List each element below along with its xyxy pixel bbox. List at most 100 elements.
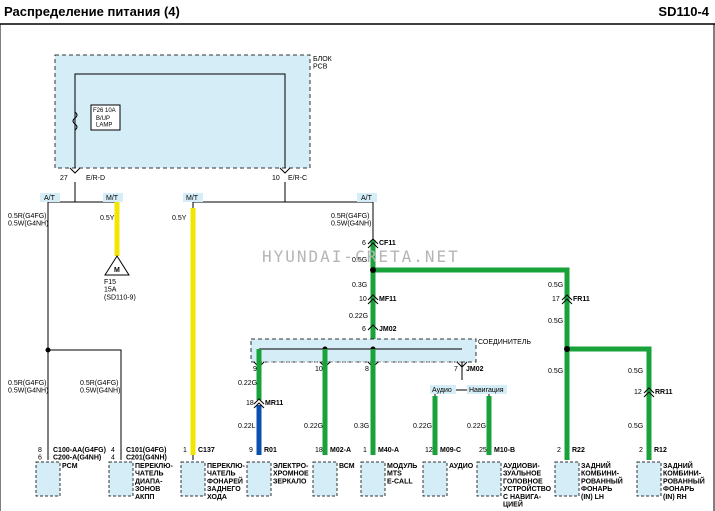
jb-pin-arrows — [253, 361, 468, 368]
jm02-pin: 6 — [362, 326, 366, 333]
w-b2: 0.3G — [352, 282, 367, 289]
component-pins: 2 — [557, 447, 561, 454]
component-connector: R22 — [572, 447, 585, 454]
mr11-name: MR11 — [265, 400, 283, 407]
component-pins: 1 — [183, 447, 187, 454]
component-connector: C101(G4FG)C201(G4NH) — [126, 447, 167, 462]
component-connector: R12 — [654, 447, 667, 454]
mr11-pin: 18 — [246, 400, 254, 407]
component-name: PCM — [62, 463, 78, 470]
tag-mt1-bg — [103, 193, 123, 202]
component-box — [312, 461, 338, 497]
tag-at1: A/T — [44, 195, 56, 202]
w-at1: 0.5R(G4FG)0.5W(G4NH) — [8, 213, 48, 228]
w-fr: 0.5G — [548, 282, 563, 289]
rr11-symbol — [643, 387, 655, 398]
component-name: АУДИО — [449, 463, 474, 470]
jb-pin3: 8 — [365, 366, 369, 373]
component-connector: M02-A — [330, 447, 351, 454]
page-title: Распределение питания (4) — [4, 4, 180, 19]
cf11-pin: 6 — [362, 240, 366, 247]
jb-name: JM02 — [466, 366, 484, 373]
jointbox — [250, 338, 477, 363]
component-pins: 1 — [363, 447, 367, 454]
component-pins: 25 — [479, 447, 487, 454]
wire-at1 — [47, 182, 76, 460]
w-b1: 0.5G — [352, 257, 367, 264]
fuse-symbol — [72, 111, 78, 131]
component-box — [554, 461, 580, 497]
tag-at2-bg — [357, 193, 377, 202]
rr11-name: RR11 — [655, 389, 673, 396]
page-code: SD110-4 — [658, 4, 709, 19]
watermark: HYUNDAI-CRETA.NET — [262, 247, 460, 266]
component-pins: 9 — [249, 447, 253, 454]
tag-audio: Аудио — [432, 387, 452, 394]
component-connector: M40-A — [378, 447, 399, 454]
pin-left-num: 27 — [60, 175, 68, 182]
mf11-name: MF11 — [379, 296, 397, 303]
pin-right-num: 10 — [272, 175, 280, 182]
jb-pin1: 9 — [253, 366, 257, 373]
w-pcm: 0.5R(G4FG)0.5W(G4NH) — [8, 380, 48, 395]
w-mt2: 0.5Y — [172, 215, 187, 222]
component-connector: C137 — [198, 447, 215, 454]
w-mt1: 0.5Y — [100, 215, 115, 222]
component-pins: 18 — [315, 447, 323, 454]
wire-shift — [48, 349, 122, 460]
wire-green-fr — [373, 267, 570, 460]
rr11-pin: 12 — [634, 389, 642, 396]
ground-fuse-triangle — [104, 255, 130, 276]
fuse-id: F26 10A — [93, 108, 116, 114]
component-name: ВСМ — [339, 463, 355, 470]
component-pins: 12 — [425, 447, 433, 454]
w-at2: 0.5R(G4FG)0.5W(G4NH) — [331, 213, 371, 228]
w-mr1: 0.22G — [238, 380, 257, 387]
jb-pin4: 7 — [454, 366, 458, 373]
splice-fr — [564, 346, 570, 352]
fr11-name: FR11 — [573, 296, 590, 303]
component-connector: C100-AA(G4FG)C200-A(G4NH) — [53, 447, 106, 462]
component-box — [180, 461, 206, 497]
w-rr1: 0.5G — [628, 368, 643, 375]
jointbox-label: СОЕДИНИТЕЛЬ — [478, 339, 531, 346]
component-box — [246, 461, 272, 497]
jm02-in-symbol — [367, 324, 379, 331]
fr11-pin: 17 — [552, 296, 560, 303]
component-pins: 2 — [639, 447, 643, 454]
component-box — [108, 461, 134, 497]
component-box — [35, 461, 61, 497]
tag-audio-bg — [430, 385, 456, 394]
w-m02: 0.22G — [304, 423, 323, 430]
pcb-pin-arrows — [69, 167, 291, 174]
jm02-name: JM02 — [379, 326, 397, 333]
w-b3: 0.22G — [349, 313, 368, 320]
pcb-internal-wire — [74, 73, 286, 168]
w-shift: 0.5R(G4FG)0.5W(G4NH) — [80, 380, 120, 395]
w-rr2: 0.5G — [628, 423, 643, 430]
fr11-symbol — [561, 294, 573, 305]
component-connector: M09-C — [440, 447, 461, 454]
splice-main — [370, 267, 376, 273]
component-box — [360, 461, 386, 497]
cf11-name: CF11 — [379, 240, 396, 247]
pin-right-label: E/R-C — [288, 175, 307, 182]
pin-left-label: E/R-D — [86, 175, 105, 182]
wire-green-rr — [567, 346, 652, 460]
component-7: 12 M09-C АУДИО — [422, 447, 474, 497]
tag-at1-bg — [40, 193, 60, 202]
component-box — [476, 461, 502, 497]
